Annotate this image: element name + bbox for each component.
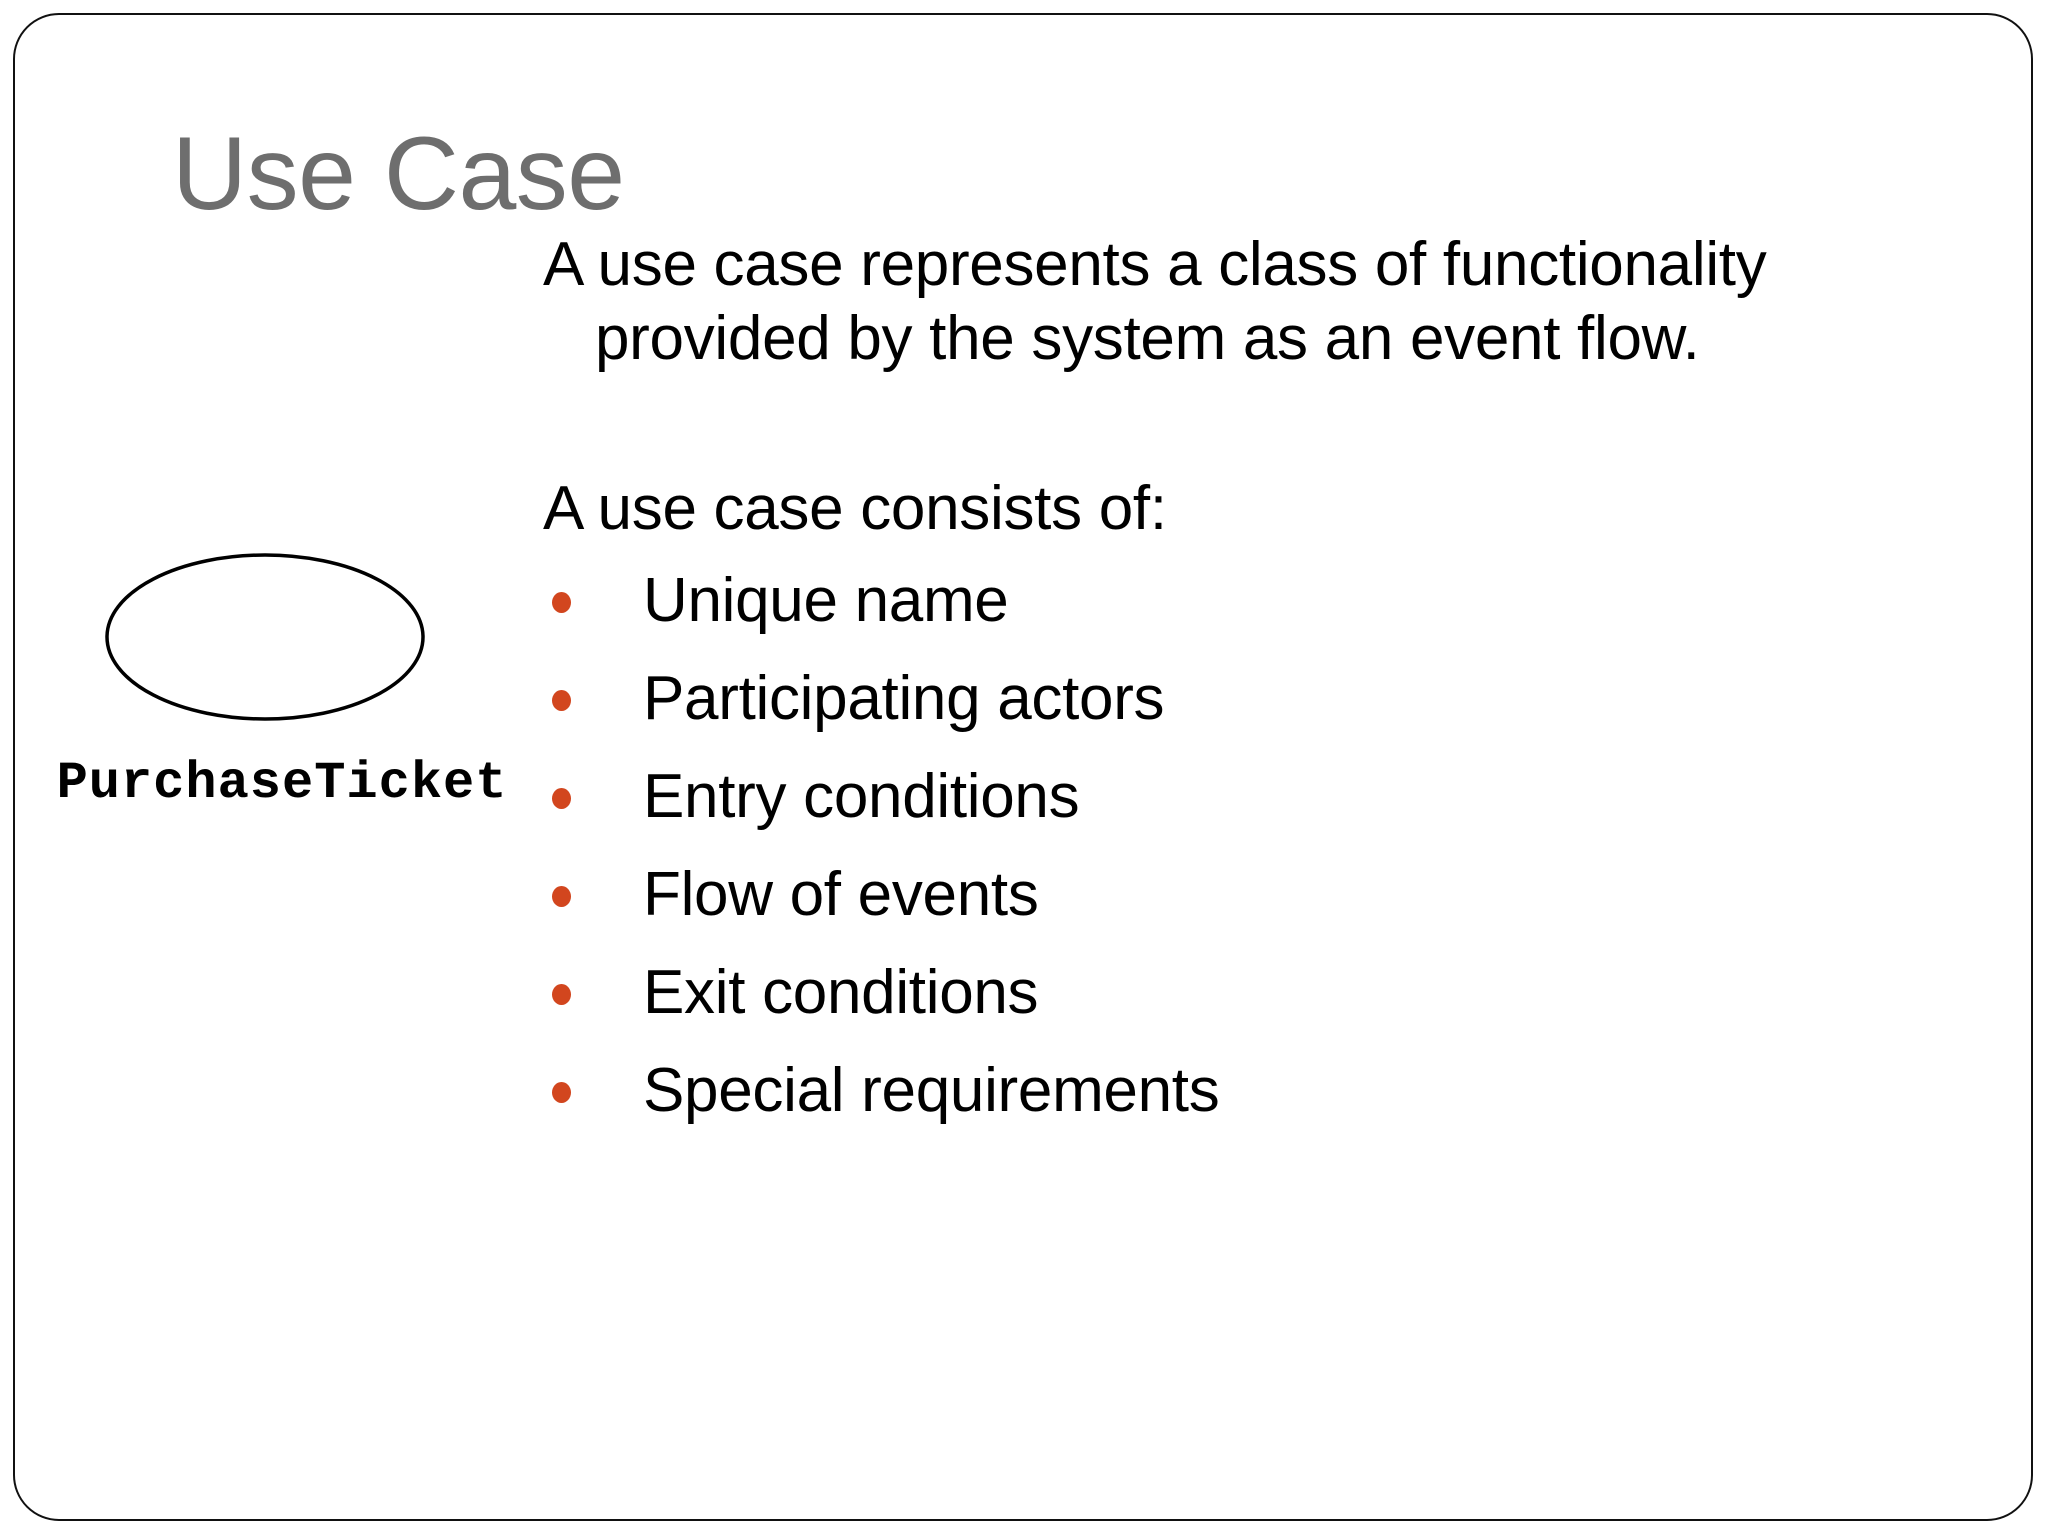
list-item-label: Unique name: [643, 566, 1009, 635]
use-case-parts-list: Unique name Participating actors Entry c…: [543, 552, 1833, 1140]
list-item-label: Exit conditions: [643, 958, 1039, 1027]
bullet-dot-icon: [552, 592, 571, 613]
list-item-label: Special requirements: [643, 1056, 1220, 1125]
bullet-dot-icon: [552, 788, 571, 809]
use-case-ellipse-icon: [100, 540, 430, 735]
list-item: Unique name: [543, 552, 1833, 650]
bullet-dot-icon: [552, 886, 571, 907]
list-item: Entry conditions: [543, 748, 1833, 846]
list-item-label: Participating actors: [643, 664, 1165, 733]
list-item: Exit conditions: [543, 944, 1833, 1042]
consists-heading: A use case consists of:: [543, 474, 1167, 543]
body-content: A use case represents a class of functio…: [543, 228, 1833, 1140]
list-item-label: Entry conditions: [643, 762, 1080, 831]
list-item: Participating actors: [543, 650, 1833, 748]
intro-paragraph: A use case represents a class of functio…: [543, 230, 1767, 373]
bullet-dot-icon: [552, 984, 571, 1005]
list-item-label: Flow of events: [643, 860, 1039, 929]
use-case-name-label: PurchaseTicket: [56, 754, 508, 813]
list-item: Special requirements: [543, 1042, 1833, 1140]
bullet-dot-icon: [552, 690, 571, 711]
page-title: Use Case: [172, 116, 625, 232]
list-item: Flow of events: [543, 846, 1833, 944]
bullet-dot-icon: [552, 1082, 571, 1103]
